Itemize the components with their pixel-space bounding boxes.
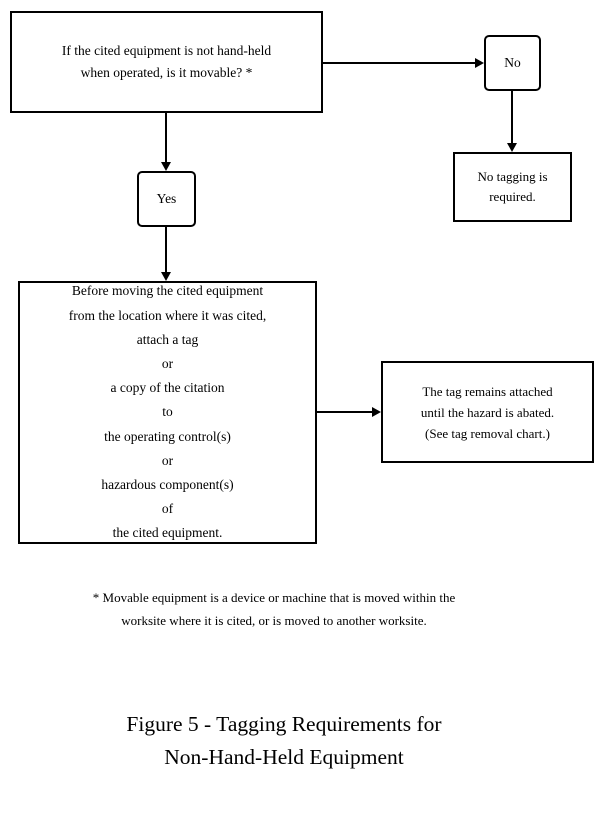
node-no-tagging-required-label: No tagging is required. <box>477 169 548 204</box>
connector-instructions-to-tag-remains <box>317 411 372 413</box>
figure-caption: Figure 5 - Tagging Requirements for Non-… <box>126 712 442 769</box>
node-tagging-instructions-label: Before moving the cited equipment from t… <box>68 283 267 541</box>
node-no-tagging-required: No tagging is required. <box>453 152 572 222</box>
footnote-movable-equipment: * Movable equipment is a device or machi… <box>92 590 456 628</box>
node-tag-remains-attached-label: The tag remains attached until the hazar… <box>420 383 555 441</box>
node-question-movable: If the cited equipment is not hand-held … <box>10 11 323 113</box>
arrowhead-instructions-to-tag-remains <box>372 407 381 417</box>
arrowhead-question-to-no <box>475 58 484 68</box>
arrowhead-yes-to-instructions <box>161 272 171 281</box>
connector-yes-to-instructions <box>165 227 167 272</box>
node-no: No <box>484 35 541 91</box>
node-yes-label: Yes <box>156 191 177 206</box>
node-tag-remains-attached: The tag remains attached until the hazar… <box>381 361 594 463</box>
connector-no-to-no-tagging <box>511 91 513 143</box>
node-question-movable-label: If the cited equipment is not hand-held … <box>61 43 272 80</box>
connector-question-to-yes <box>165 113 167 162</box>
node-no-label: No <box>504 55 521 70</box>
node-tagging-instructions: Before moving the cited equipment from t… <box>18 281 317 544</box>
connector-question-to-no <box>323 62 475 64</box>
node-yes: Yes <box>137 171 196 227</box>
arrowhead-question-to-yes <box>161 162 171 171</box>
arrowhead-no-to-no-tagging <box>507 143 517 152</box>
